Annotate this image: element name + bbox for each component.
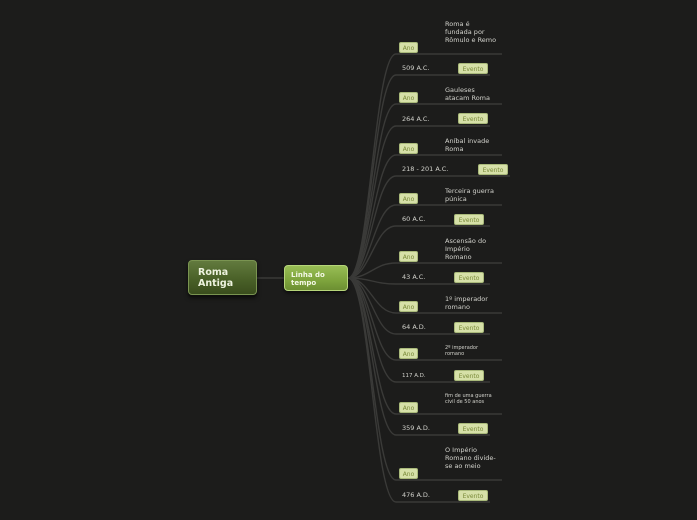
entry-connector-line: [347, 277, 490, 503]
entry-connector-line: [347, 125, 490, 279]
entry-event-text: Gauleses atacam Roma: [445, 86, 490, 102]
entry-event-text: Terceira guerra púnica: [445, 187, 494, 203]
entry-tag-evento[interactable]: Evento: [478, 164, 508, 175]
entry-tag-evento[interactable]: Evento: [458, 423, 488, 434]
entry-year-text: 509 A.C.: [402, 64, 430, 72]
entry-year-text: 64 A.D.: [402, 323, 426, 331]
entry-year-text: 60 A.C.: [402, 215, 426, 223]
entry-tag-ano[interactable]: Ano: [399, 301, 418, 312]
entry-tag-evento[interactable]: Evento: [454, 272, 484, 283]
entry-connector-line: [347, 225, 490, 279]
entry-year-text: 359 A.D.: [402, 424, 430, 432]
entry-tag-ano[interactable]: Ano: [399, 193, 418, 204]
entry-tag-evento[interactable]: Evento: [454, 322, 484, 333]
entry-connector-line: [347, 154, 502, 279]
entry-event-text: O Império Romano divide-se ao meio: [445, 446, 496, 470]
entry-tag-evento[interactable]: Evento: [458, 63, 488, 74]
entry-tag-ano[interactable]: Ano: [399, 92, 418, 103]
root-node-roma-antiga[interactable]: Roma Antiga: [188, 260, 257, 295]
entry-event-text: 2º imperador romano: [445, 345, 479, 357]
entry-year-text: 264 A.C.: [402, 115, 430, 123]
entry-connector-line: [347, 262, 502, 279]
entry-tag-ano[interactable]: Ano: [399, 348, 418, 359]
entry-event-text: fim de uma guerra civil de 50 anos: [445, 393, 492, 405]
entry-year-text: 117 A.D.: [402, 373, 426, 379]
entry-tag-evento[interactable]: Evento: [454, 214, 484, 225]
entry-year-text: 218 - 201 A.C.: [402, 165, 449, 173]
entry-tag-ano[interactable]: Ano: [399, 468, 418, 479]
entry-year-text: 476 A.D.: [402, 491, 430, 499]
entry-tag-evento[interactable]: Evento: [458, 490, 488, 501]
entry-connector-line: [347, 204, 502, 279]
entry-event-text: Roma é fundada por Rômulo e Remo: [445, 20, 497, 44]
entry-tag-evento[interactable]: Evento: [454, 370, 484, 381]
entry-year-text: 43 A.C.: [402, 273, 426, 281]
entry-tag-ano[interactable]: Ano: [399, 402, 418, 413]
entry-tag-ano[interactable]: Ano: [399, 143, 418, 154]
entry-connector-line: [347, 277, 490, 436]
entry-tag-ano[interactable]: Ano: [399, 251, 418, 262]
entry-connector-line: [347, 277, 490, 285]
entry-connector-line: [347, 175, 510, 279]
entry-event-text: Aníbal invade Roma: [445, 137, 490, 153]
entry-tag-evento[interactable]: Evento: [458, 113, 488, 124]
branch-node-linha-do-tempo[interactable]: Linha do tempo: [284, 265, 348, 291]
entry-event-text: 1º imperador romano: [445, 295, 488, 311]
entry-tag-ano[interactable]: Ano: [399, 42, 418, 53]
entry-event-text: Ascensão do Império Romano: [445, 237, 487, 261]
